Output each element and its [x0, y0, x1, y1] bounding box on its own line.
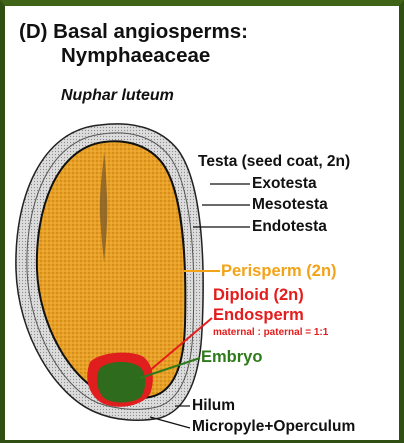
label-diploid: Diploid (2n)	[213, 286, 304, 305]
label-endotesta: Endotesta	[252, 218, 327, 236]
label-ratio: maternal : paternal = 1:1	[213, 327, 328, 338]
label-mesotesta: Mesotesta	[252, 196, 328, 214]
embryo-region	[97, 362, 145, 403]
label-micropyle: Micropyle+Operculum	[192, 418, 355, 436]
figure-title: (D) Basal angiosperms:	[19, 20, 248, 44]
figure-subtitle: Nymphaeaceae	[61, 44, 210, 68]
label-hilum: Hilum	[192, 397, 235, 415]
label-endosperm: Endosperm	[213, 306, 304, 325]
leader-micropyle	[150, 417, 190, 428]
label-exotesta: Exotesta	[252, 175, 317, 193]
species-name: Nuphar luteum	[61, 87, 174, 105]
label-embryo: Embryo	[201, 348, 262, 367]
label-testa: Testa (seed coat, 2n)	[198, 153, 350, 171]
label-perisperm: Perisperm (2n)	[221, 262, 337, 281]
